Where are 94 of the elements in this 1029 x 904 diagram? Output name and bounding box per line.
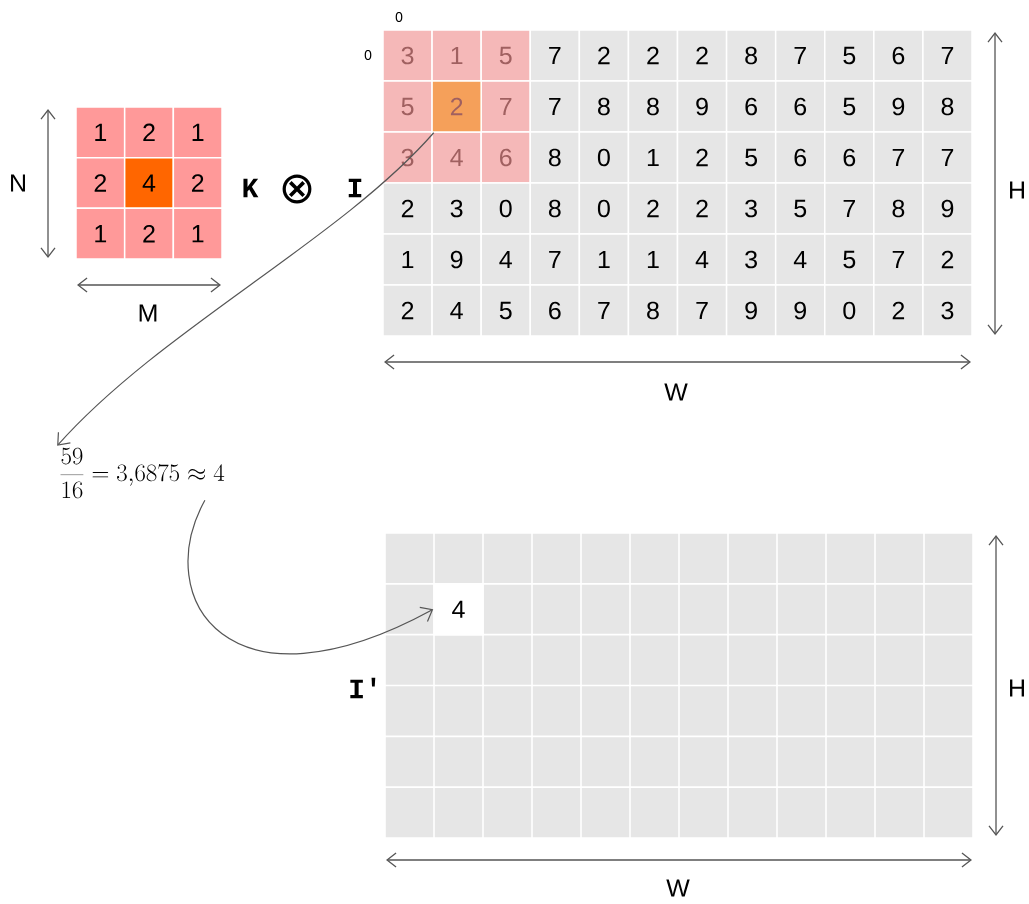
grid-cell: 1 xyxy=(382,233,433,286)
kernel-cell: 2 xyxy=(75,156,126,210)
window-cell: 5 xyxy=(480,29,531,82)
grid-cell: 2 xyxy=(922,233,973,286)
matrix-symbol: I′ xyxy=(350,677,376,699)
kernel-cell: 1 xyxy=(75,106,126,159)
kernel-cell: 1 xyxy=(75,207,126,260)
grid-cell: 2 xyxy=(676,182,728,235)
result-cell: 4 xyxy=(433,583,484,636)
grid-cell: 1 xyxy=(627,233,679,286)
dimension-label: H xyxy=(1010,679,1024,697)
grid-cell: 8 xyxy=(627,284,679,337)
grid-cell: 5 xyxy=(824,29,875,82)
grid-cell: 5 xyxy=(725,131,777,184)
grid-cell: 7 xyxy=(529,80,581,133)
dimension-label: N xyxy=(11,174,25,192)
grid-cell: 2 xyxy=(627,29,679,82)
grid-cell: 4 xyxy=(774,233,826,286)
grid-cell: 6 xyxy=(873,29,924,82)
grid-cell: 2 xyxy=(676,29,728,82)
grid-cell: 0 xyxy=(578,131,630,184)
grid-cell: 5 xyxy=(480,284,531,337)
grid-cell: 7 xyxy=(922,29,973,82)
dimension-label: W xyxy=(666,879,690,897)
grid-cell: 7 xyxy=(578,284,630,337)
grid-cell: 4 xyxy=(431,284,482,337)
grid-cell: 9 xyxy=(873,80,924,133)
grid-cell: 5 xyxy=(774,182,826,235)
grid-cell: 6 xyxy=(529,284,581,337)
grid-cell: 4 xyxy=(676,233,728,286)
kernel-cell: 4 xyxy=(123,156,175,210)
dimension-label: M xyxy=(139,304,157,322)
window-cell: 1 xyxy=(431,29,482,82)
grid-cell: 6 xyxy=(774,80,826,133)
grid-cell: 5 xyxy=(824,233,875,286)
grid-cell: 3 xyxy=(725,233,777,286)
grid-cell: 7 xyxy=(529,29,581,82)
grid-cell: 0 xyxy=(578,182,630,235)
grid-cell: 8 xyxy=(578,80,630,133)
grid-cell: 2 xyxy=(627,182,679,235)
grid-cell: 2 xyxy=(382,182,433,235)
grid-cell: 6 xyxy=(824,131,875,184)
formula: $\frac{59}{16}=3{,}6875\approx 4$ xyxy=(60,447,225,499)
grid-cell: 9 xyxy=(676,80,728,133)
index-label: 0 xyxy=(364,50,372,60)
grid-cell: 7 xyxy=(774,29,826,82)
grid-cell: 0 xyxy=(824,284,875,337)
grid-cell: 7 xyxy=(529,233,581,286)
window-cell: 2 xyxy=(431,80,482,133)
index-label: 0 xyxy=(395,12,403,22)
grid-cell: 7 xyxy=(676,284,728,337)
dimension-label: H xyxy=(1010,181,1024,199)
grid-cell: 1 xyxy=(578,233,630,286)
grid-cell: 6 xyxy=(725,80,777,133)
grid-cell: 0 xyxy=(480,182,531,235)
matrix-symbol: K xyxy=(243,178,259,198)
grid-cell: 7 xyxy=(873,233,924,286)
kernel-cell: 2 xyxy=(123,106,175,159)
curved-arrow xyxy=(188,499,434,654)
grid-cell: 1 xyxy=(627,131,679,184)
kernel-cell: 1 xyxy=(172,106,223,159)
grid-cell: 7 xyxy=(922,131,973,184)
grid-cell: 2 xyxy=(382,284,433,337)
grid-cell: 2 xyxy=(873,284,924,337)
grid-cell: 6 xyxy=(774,131,826,184)
matrix-symbol: I xyxy=(348,178,362,198)
kernel-cell: 1 xyxy=(172,207,223,260)
grid-cell: 8 xyxy=(627,80,679,133)
grid-cell: 7 xyxy=(873,131,924,184)
grid-cell: 3 xyxy=(431,182,482,235)
grid-cell: 9 xyxy=(774,284,826,337)
grid-cell: 2 xyxy=(676,131,728,184)
grid-cell: 9 xyxy=(922,182,973,235)
grid-cell: 8 xyxy=(873,182,924,235)
window-cell: 3 xyxy=(382,29,433,82)
grid-cell: 7 xyxy=(824,182,875,235)
grid-cell: 8 xyxy=(529,182,581,235)
window-cell: 5 xyxy=(382,80,433,133)
grid-cell: 9 xyxy=(725,284,777,337)
grid-cell: 9 xyxy=(431,233,482,286)
operator-symbol: ⊗ xyxy=(282,174,312,204)
grid-cell: 5 xyxy=(824,80,875,133)
grid-cell: 2 xyxy=(578,29,630,82)
grid-cell: 4 xyxy=(480,233,531,286)
grid-cell: 3 xyxy=(922,284,973,337)
window-cell: 6 xyxy=(480,131,531,184)
kernel-cell: 2 xyxy=(172,156,223,210)
window-cell: 7 xyxy=(480,80,531,133)
dimension-label: W xyxy=(664,383,688,401)
grid-cell: 3 xyxy=(725,182,777,235)
grid-cell: 8 xyxy=(725,29,777,82)
kernel-cell: 2 xyxy=(123,207,175,260)
grid-cell: 8 xyxy=(922,80,973,133)
grid-cell: 8 xyxy=(529,131,581,184)
